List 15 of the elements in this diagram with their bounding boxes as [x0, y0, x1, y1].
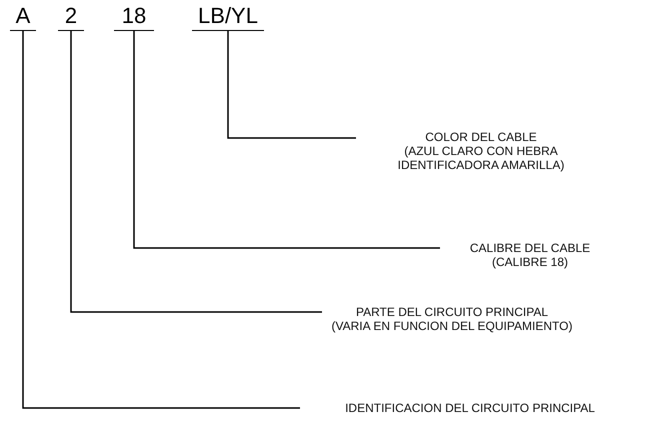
callout-heading: CALIBRE DEL CABLE [468, 241, 592, 255]
leader-line [227, 31, 356, 139]
wire-code-part: 18 [114, 2, 154, 31]
wire-code-part: 2 [58, 2, 84, 31]
callout-heading: PARTE DEL CIRCUITO PRINCIPAL [354, 305, 550, 319]
leader-line [22, 31, 300, 409]
leader-line [133, 31, 440, 249]
callout-note: (VARIA EN FUNCION DEL EQUIPAMIENTO) [330, 319, 574, 333]
wire-code-part: A [10, 2, 36, 31]
leader-line [70, 31, 322, 313]
callout-heading: IDENTIFICACION DEL CIRCUITO PRINCIPAL [344, 401, 596, 415]
wire-code-part: LB/YL [192, 2, 264, 31]
callout-note: (CALIBRE 18) [490, 255, 570, 269]
callout-heading: COLOR DEL CABLE [424, 130, 538, 144]
callout-note: (AZUL CLARO CON HEBRA IDENTIFICADORA AMARILLA) [396, 144, 566, 172]
